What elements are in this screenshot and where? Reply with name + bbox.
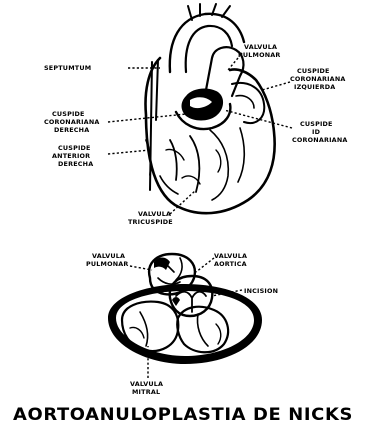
label-pulmonary-valve-small: PULMONAR — [86, 260, 129, 268]
label-aortic-valve: VALVULA — [214, 252, 247, 260]
aortic-arch — [170, 14, 244, 72]
label-pulmonary-valve-small: VALVULA — [92, 252, 125, 260]
heart-outline — [146, 58, 275, 213]
label-right-cusp: ID — [312, 128, 320, 136]
label-incision: INCISION — [244, 287, 278, 295]
label-right-coronary-cusp: CUSPIDE — [52, 110, 85, 118]
heart-illustration — [108, 4, 292, 214]
label-right-coronary-cusp: DERECHA — [54, 126, 89, 134]
label-right-cusp: CUSPIDE — [300, 120, 333, 128]
label-mitral-valve: MITRAL — [132, 388, 160, 396]
label-mitral-valve: VALVULA — [130, 380, 163, 388]
label-posterior-cusp: ANTERIOR — [52, 152, 90, 160]
label-pulmonary-valve: PULMONAR — [238, 51, 281, 59]
figure-title: AORTOANULOPLASTIA DE NICKS — [13, 405, 353, 425]
label-right-cusp: CORONARIANA — [292, 136, 348, 144]
label-left-coronary-cusp: IZQUIERDA — [294, 83, 335, 91]
label-posterior-cusp: DERECHA — [58, 160, 93, 168]
valve-outer-ring — [108, 284, 262, 364]
label-septum: SEPTUMTUM — [44, 64, 91, 72]
label-tricuspid-valve: VALVULA — [138, 210, 171, 218]
label-posterior-cusp: CUSPIDE — [58, 144, 91, 152]
label-left-coronary-cusp: CORONARIANA — [290, 75, 346, 83]
heart-labels: SEPTUMTUM VALVULA PULMONAR CUSPIDE CORON… — [44, 43, 348, 226]
label-right-coronary-cusp: CORONARIANA — [44, 118, 100, 126]
label-left-coronary-cusp: CUSPIDE — [297, 67, 330, 75]
label-aortic-valve: AORTICA — [214, 260, 247, 268]
label-pulmonary-valve: VALVULA — [244, 43, 277, 51]
label-tricuspid-valve: TRICUSPIDE — [128, 218, 173, 226]
valve-cross-section — [108, 254, 262, 378]
